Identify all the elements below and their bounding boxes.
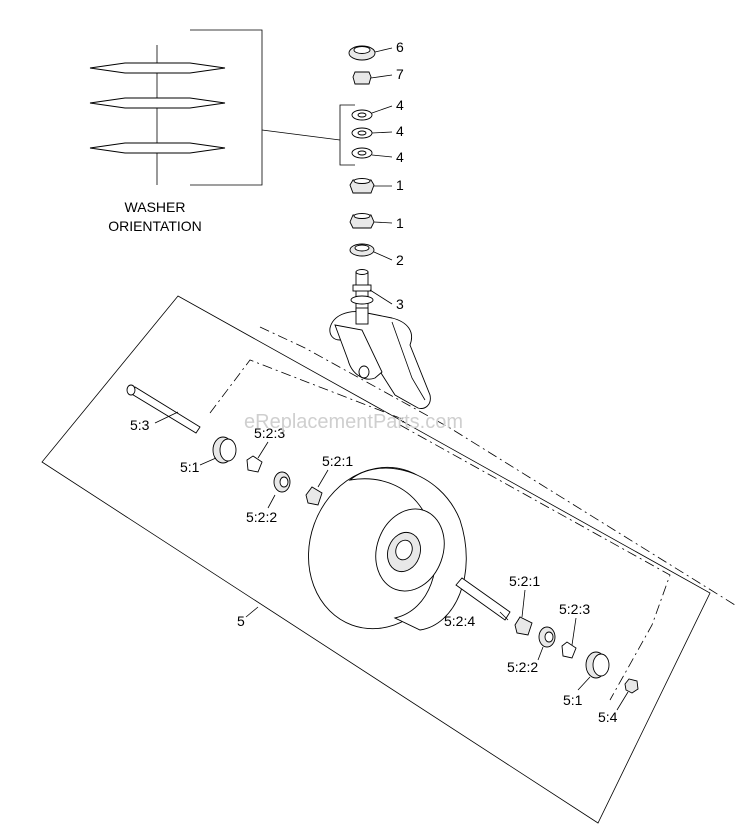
- caster-yoke: [329, 307, 431, 409]
- callout-7: 7: [396, 66, 404, 82]
- wheel: [308, 466, 467, 631]
- callout-4-c: 4: [396, 149, 404, 165]
- wheel-assembly-frame: [41, 295, 736, 824]
- callout-5-2-2-b: 5:2:2: [507, 659, 538, 675]
- right-hub-parts: [455, 577, 639, 694]
- washer-profile-3: [89, 142, 226, 154]
- callout-5-2-1-a: 5:2:1: [322, 453, 353, 469]
- axle-nut: [624, 678, 639, 694]
- callout-5-2-3-b: 5:2:3: [559, 601, 590, 617]
- bearing-right: [514, 616, 533, 636]
- callout-5-4: 5:4: [598, 709, 618, 725]
- callout-5-2-4: 5:2:4: [444, 613, 475, 629]
- left-hub-parts: [126, 384, 323, 506]
- callout-3: 3: [396, 296, 404, 312]
- spacer-left: [246, 455, 263, 473]
- callout-1-a: 1: [396, 177, 404, 193]
- lock-nut: [352, 71, 372, 85]
- spindle-stack: [348, 45, 376, 323]
- callout-4-b: 4: [396, 123, 404, 139]
- washer-title-line-1: WASHER: [125, 199, 186, 215]
- watermark: eReplacementParts.com: [244, 411, 463, 433]
- callout-4-a: 4: [396, 97, 404, 113]
- callout-5: 5: [237, 613, 245, 629]
- axle-tube: [455, 577, 511, 621]
- washer-profile-1: [89, 62, 226, 74]
- callout-6: 6: [396, 39, 404, 55]
- washer-title-line-2: ORIENTATION: [108, 218, 202, 234]
- spacer-right: [561, 641, 577, 659]
- callout-5-2-3-a: 5:2:3: [254, 425, 285, 441]
- callout-5-1-b: 5:1: [563, 692, 583, 708]
- callout-2: 2: [396, 252, 404, 268]
- callout-5-2-1-b: 5:2:1: [509, 573, 540, 589]
- callout-5-3: 5:3: [130, 417, 150, 433]
- callout-5-2-2-a: 5:2:2: [246, 509, 277, 525]
- callout-5-1-a: 5:1: [180, 459, 200, 475]
- bearing-left: [305, 486, 323, 506]
- leader-lines: [154, 47, 629, 711]
- callout-labels: 6 7 4 4 4 1 1 2 3 5:3 5:1 5:2:3 5:2:1 5:…: [130, 39, 618, 725]
- washer-orientation-detail: WASHER ORIENTATION: [89, 29, 355, 234]
- washer-profile-2: [89, 97, 226, 109]
- callout-1-b: 1: [396, 215, 404, 231]
